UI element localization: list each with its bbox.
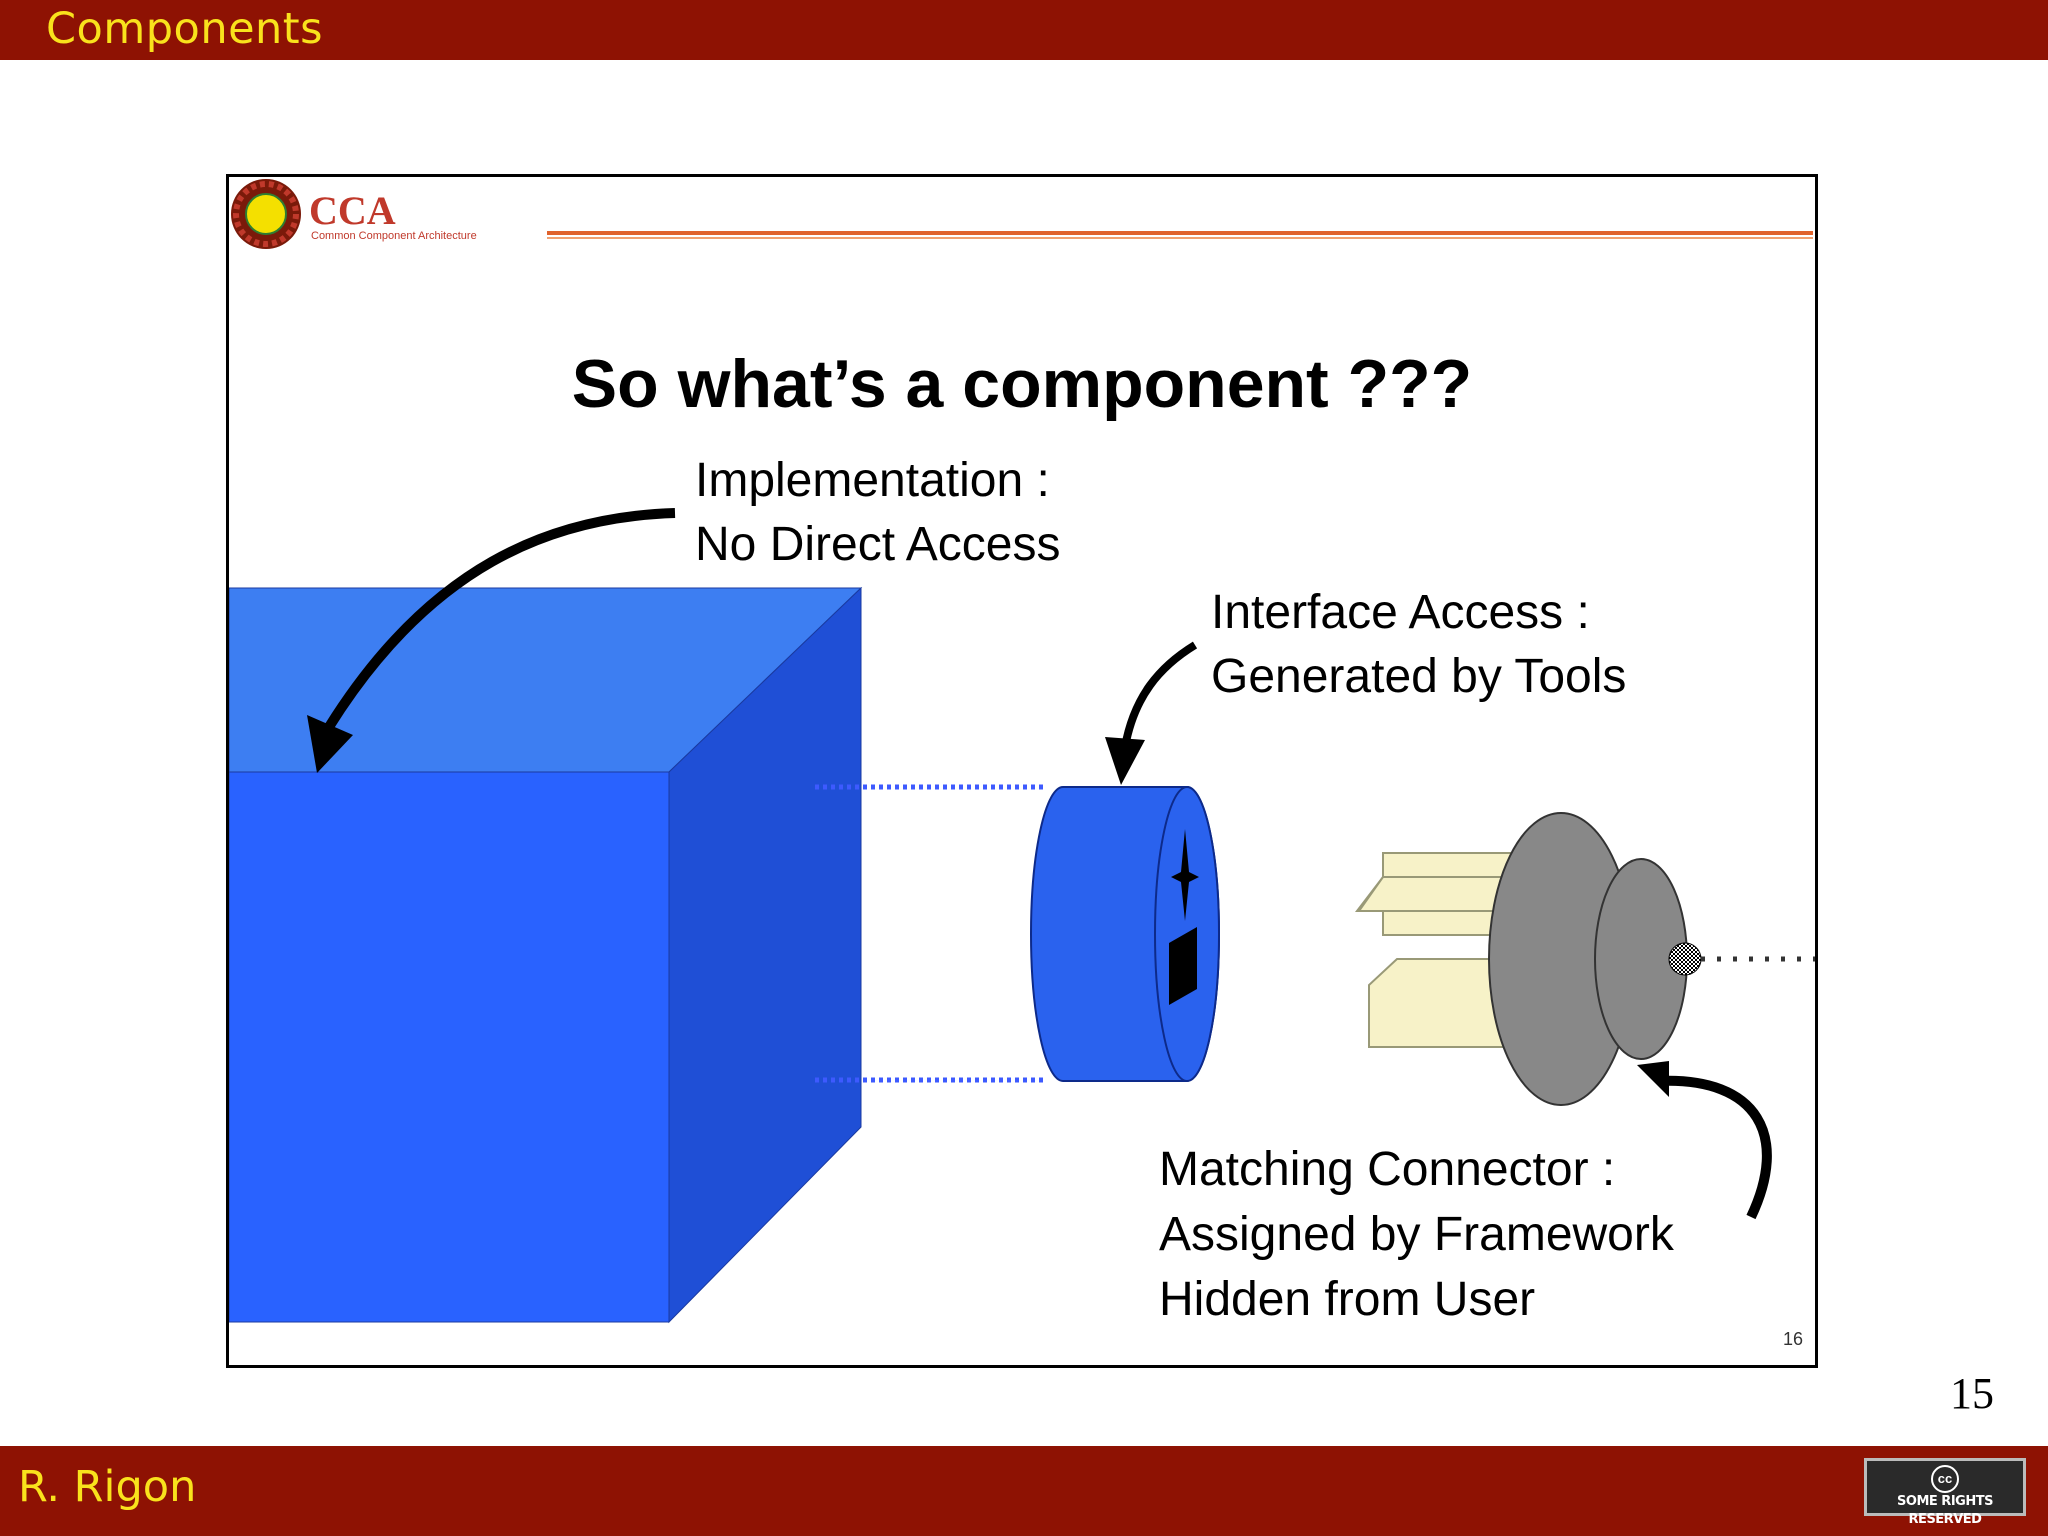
interface-label: Interface Access : Generated by Tools [1211, 586, 1627, 703]
arrow-to-implementation [307, 508, 676, 773]
matching-connector [1354, 812, 1815, 1106]
footer-bar: R. Rigon cc SOME RIGHTS RESERVED [0, 1446, 2048, 1536]
connector-label: Matching Connector : Assigned by Framewo… [1159, 1143, 1674, 1326]
component-diagram [229, 508, 1815, 1324]
arrow-to-connector [1637, 1061, 1772, 1220]
arrow-to-interface [1105, 641, 1198, 785]
creative-commons-icon: cc [1931, 1465, 1959, 1493]
cca-logo-subtitle: Common Component Architecture [311, 230, 477, 242]
interface-cylinder [1030, 786, 1220, 1082]
header-bar: Components [0, 0, 2048, 60]
implementation-cube [229, 586, 863, 1324]
cca-sun-logo-icon [231, 179, 301, 249]
component-slide-title: So what’s a component ??? [571, 346, 1473, 422]
connector-plug [1668, 942, 1702, 976]
license-badge[interactable]: cc SOME RIGHTS RESERVED [1864, 1458, 2026, 1527]
license-text: SOME RIGHTS RESERVED [1897, 1494, 1993, 1527]
cca-logo-text: CCA [309, 188, 396, 233]
author-name: R. Rigon [18, 1462, 197, 1512]
slide-section-title: Components [46, 4, 324, 54]
header-rule [547, 231, 1813, 235]
page-number: 15 [1950, 1369, 1994, 1418]
embedded-slide: CCA Common Component Architecture So wha… [226, 174, 1818, 1368]
embedded-slide-number: 16 [1783, 1329, 1804, 1349]
header-rule-thin [547, 237, 1813, 239]
implementation-label: Implementation : No Direct Access [695, 454, 1061, 571]
